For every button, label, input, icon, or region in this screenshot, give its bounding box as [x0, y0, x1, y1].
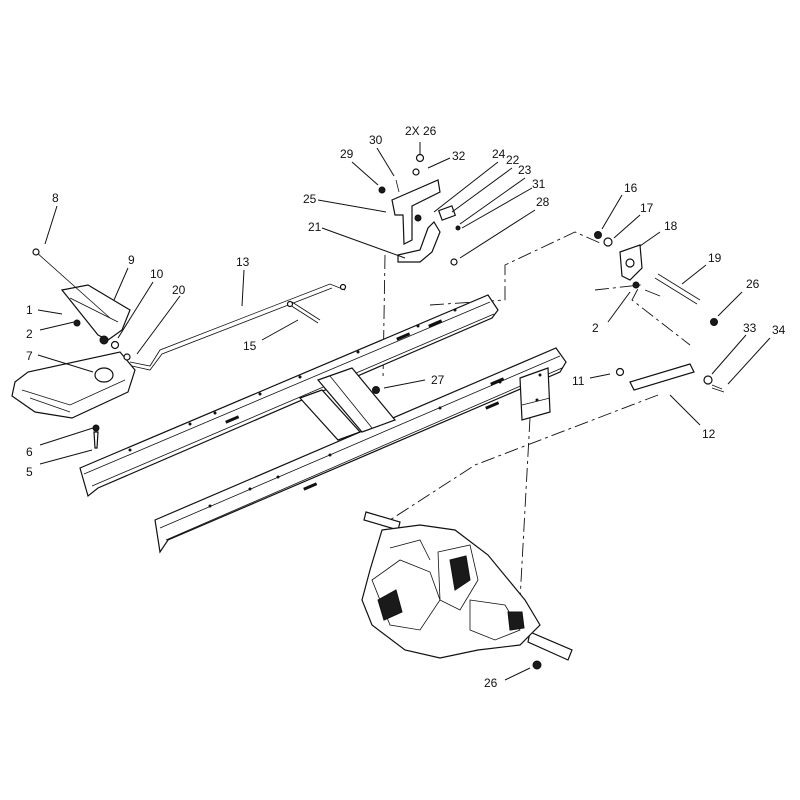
rear-bracket-plate [519, 367, 551, 421]
callout-9: 9 [128, 253, 135, 267]
right-linkage [594, 231, 725, 393]
nut-29 [378, 186, 386, 194]
pedal-boss [94, 367, 114, 383]
bracket-25 [391, 179, 441, 245]
washer-17 [603, 237, 613, 247]
callout-26-b: 26 [484, 676, 498, 690]
callout-8: 8 [52, 191, 59, 205]
block-24 [437, 205, 457, 221]
callout-26-a: 26 [746, 277, 760, 291]
callout-32: 32 [452, 149, 466, 163]
axle-left [363, 511, 401, 531]
callout-2-b: 2 [592, 321, 599, 335]
frame-assembly [79, 294, 567, 554]
washer-6 [92, 424, 100, 432]
callout-16: 16 [624, 181, 638, 195]
callout-25: 25 [303, 192, 317, 206]
washer-32 [412, 168, 420, 176]
nut-16 [594, 231, 602, 239]
right-frame-rail [154, 347, 567, 554]
callout-21: 21 [308, 220, 322, 234]
nut-20 [123, 353, 131, 361]
callout-28: 28 [536, 195, 550, 209]
callout-20: 20 [172, 283, 186, 297]
cross-member-rear [298, 389, 362, 441]
callout-2: 2 [26, 327, 33, 341]
nut-26-bottom [532, 660, 542, 670]
bolt-30 [395, 179, 400, 193]
nut-26-top [415, 153, 425, 163]
callout-1: 1 [26, 303, 33, 317]
center-bracket-assembly [372, 153, 461, 394]
rod-19 [657, 273, 701, 301]
transaxle [361, 511, 573, 670]
callout-2x26: 2X 26 [405, 124, 437, 138]
callout-22: 22 [506, 153, 520, 167]
callout-15: 15 [243, 339, 257, 353]
callout-31: 31 [532, 177, 546, 191]
callout-19: 19 [708, 251, 722, 265]
bolt-5 [93, 431, 99, 449]
rod-15 [286, 300, 321, 324]
callout-30: 30 [369, 133, 383, 147]
bracket-21 [397, 221, 441, 263]
pin-34 [711, 387, 725, 393]
callout-23: 23 [518, 163, 532, 177]
callout-33: 33 [743, 321, 757, 335]
nut-28 [450, 258, 458, 266]
left-frame-rail [79, 294, 499, 498]
bolt-8 [35, 251, 111, 319]
control-rod [129, 283, 347, 371]
callout-17: 17 [640, 201, 654, 215]
lever-12 [629, 363, 695, 391]
callout-27: 27 [431, 373, 445, 387]
transaxle-housing [361, 524, 541, 659]
leader-lines [37, 142, 771, 681]
nut-27 [372, 386, 380, 394]
rail-holes [128, 308, 542, 508]
callout-13: 13 [236, 255, 250, 269]
callout-18: 18 [664, 219, 678, 233]
washer-23 [455, 225, 461, 231]
bolt-11 [615, 367, 625, 377]
washer-2-right [632, 281, 640, 289]
callout-labels: 8 9 10 20 1 2 7 6 5 13 15 21 25 29 30 2X… [26, 124, 786, 690]
callout-34: 34 [772, 323, 786, 337]
pin-right [644, 289, 661, 297]
cross-member-front [316, 367, 397, 433]
pedal-assembly [11, 248, 136, 449]
washer-2-left [73, 319, 81, 327]
callout-24: 24 [492, 147, 506, 161]
callout-7: 7 [26, 349, 33, 363]
callout-11: 11 [572, 374, 585, 388]
callout-10: 10 [150, 267, 164, 281]
nut-26-right [710, 318, 718, 326]
nut-10 [110, 340, 120, 350]
callout-6: 6 [26, 445, 33, 459]
pedal-arm [60, 284, 131, 341]
callout-12: 12 [702, 427, 716, 441]
washer-33 [703, 375, 713, 385]
callout-29: 29 [340, 147, 354, 161]
callout-5: 5 [26, 465, 33, 479]
axle-right [527, 631, 573, 661]
nut-22 [414, 214, 422, 222]
